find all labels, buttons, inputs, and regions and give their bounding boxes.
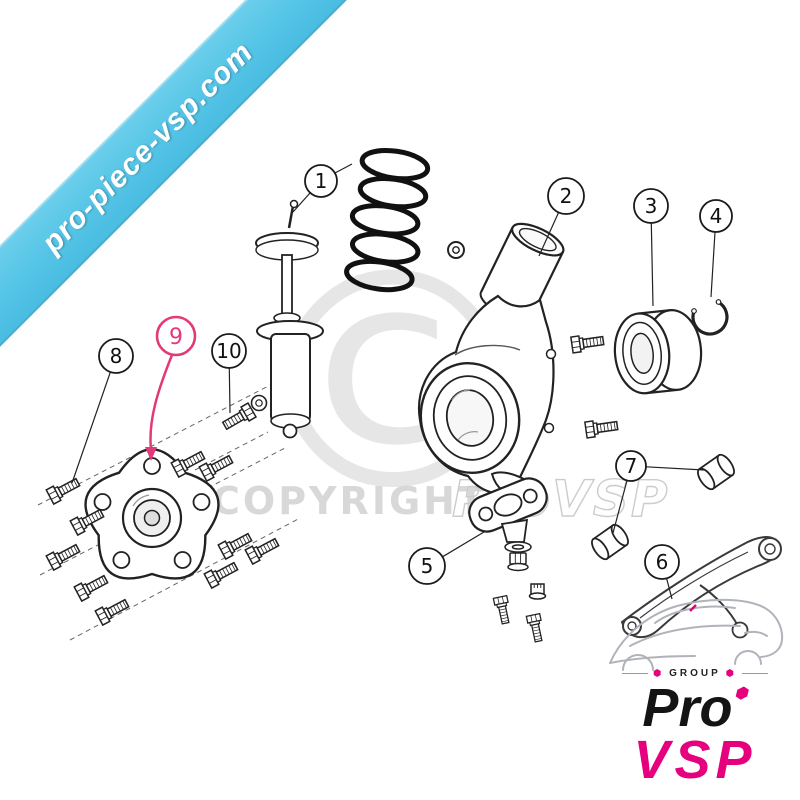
callout-8: 8 <box>98 338 134 374</box>
callout-6: 6 <box>644 544 680 580</box>
callout-7: 7 <box>615 450 647 482</box>
leader-lines <box>71 163 716 600</box>
circlip <box>691 299 729 336</box>
svg-text:3: 3 <box>645 194 658 218</box>
wheel-bearing <box>613 309 703 395</box>
hub-bolts <box>45 394 282 626</box>
highlight-arrow <box>145 354 174 461</box>
logo-name-bottom: VSP <box>633 730 757 790</box>
knuckle-bolt <box>584 416 620 439</box>
logo-divider-line <box>741 673 768 674</box>
logo-group-label: GROUP <box>669 668 721 679</box>
ball-joint-bolt <box>525 612 546 644</box>
ball-joint-nuts <box>504 541 547 600</box>
hexagon-icon: ⬢ <box>725 668 737 678</box>
logo-pink-accent <box>689 604 697 612</box>
callout-2: 2 <box>547 177 585 215</box>
bushings <box>591 453 735 561</box>
callout-5: 5 <box>408 547 446 585</box>
hexagon-icon: ⬢ <box>734 685 748 702</box>
coil-spring <box>344 147 431 293</box>
callouts: 1 2 3 4 5 6 7 8 <box>98 164 733 585</box>
callout-1: 1 <box>304 164 338 198</box>
knuckle-bolt <box>570 331 606 354</box>
svg-text:8: 8 <box>110 344 123 368</box>
callout-10: 10 <box>211 333 247 369</box>
ball-joint <box>468 477 548 644</box>
svg-text:10: 10 <box>216 339 241 363</box>
svg-text:7: 7 <box>625 454 638 478</box>
logo-group-row: ⬢ GROUP ⬢ <box>595 668 795 679</box>
hexagon-icon: ⬢ <box>653 668 665 678</box>
logo-divider-line <box>622 673 649 674</box>
logo: ⬢ GROUP ⬢ Pro⬢ VSP <box>595 578 795 790</box>
svg-text:5: 5 <box>421 554 434 578</box>
hub-flange <box>84 448 220 580</box>
callout-3: 3 <box>633 188 669 224</box>
svg-text:1: 1 <box>315 169 328 193</box>
svg-text:9: 9 <box>169 325 183 350</box>
svg-text:4: 4 <box>710 204 723 228</box>
copyright-text-watermark: COPYRIGHT <box>212 479 487 523</box>
steering-knuckle <box>417 222 565 496</box>
ball-joint-bolt <box>492 594 513 626</box>
car-sketch <box>609 598 784 671</box>
svg-text:6: 6 <box>656 550 669 574</box>
strut-shock-absorber <box>255 199 324 439</box>
callout-9-highlighted: 9 <box>155 315 197 357</box>
logo-name-top: Pro⬢ <box>595 681 795 735</box>
callout-4: 4 <box>699 199 733 233</box>
logo-pro-text: Pro <box>642 678 733 738</box>
svg-text:2: 2 <box>560 184 573 208</box>
